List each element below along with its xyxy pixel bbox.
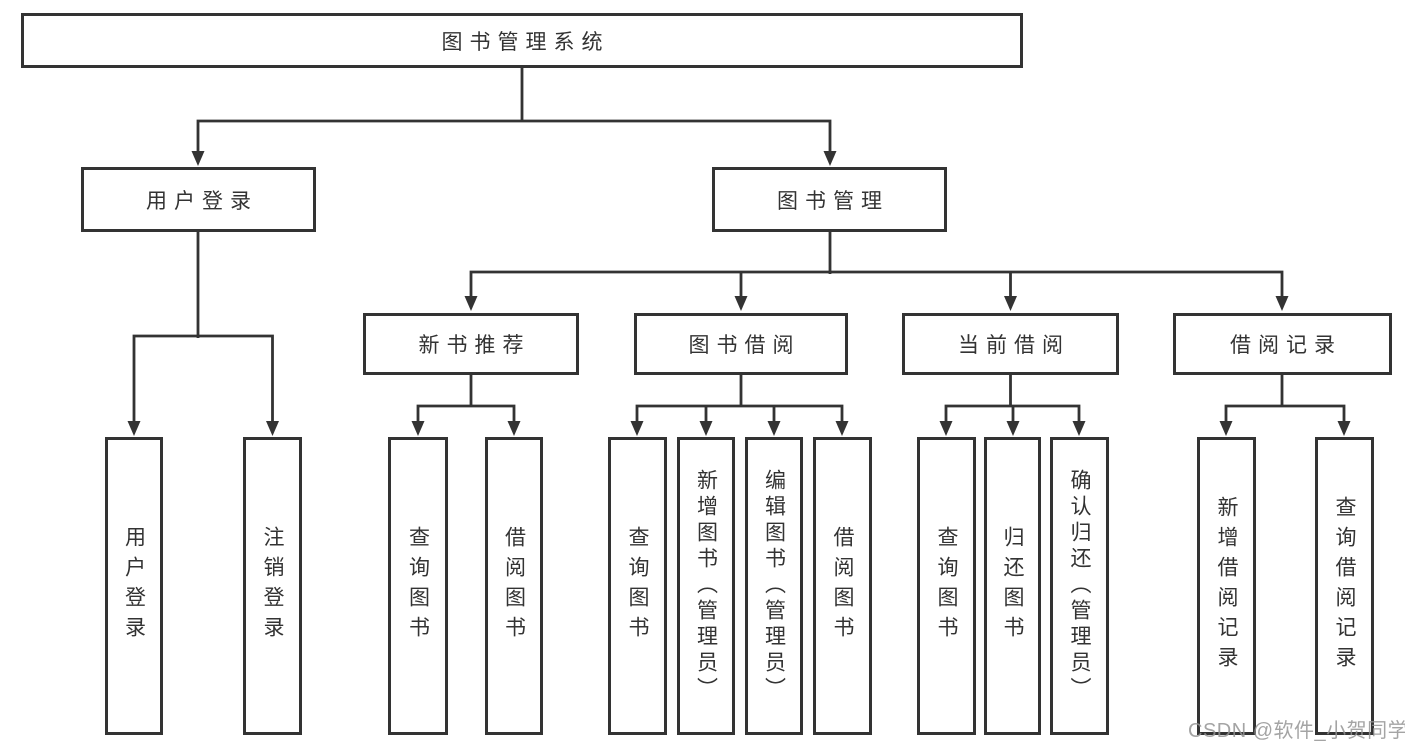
node-label: 当前借阅 xyxy=(958,334,1070,357)
arrow-down-icon xyxy=(1219,421,1233,436)
arrow-down-icon xyxy=(630,421,644,436)
leaf-edit-book-admin: 编辑图书（管理员） xyxy=(745,437,803,735)
node-label: 查询图书 xyxy=(935,526,958,646)
node-label: 图书管理 xyxy=(777,189,889,213)
arrow-down-icon xyxy=(1072,421,1086,436)
node-library-management-system: 图书管理系统 xyxy=(21,13,1023,68)
arrow-down-icon xyxy=(411,421,425,436)
edge-newbook-children xyxy=(416,404,516,425)
arrow-down-icon xyxy=(1006,421,1020,436)
node-user-login: 用户登录 xyxy=(81,167,316,232)
edge-userlogin-children xyxy=(132,334,274,425)
node-label: 新增借阅记录 xyxy=(1215,496,1238,676)
leaf-query-books-recommend: 查询图书 xyxy=(388,437,448,735)
node-label: 归还图书 xyxy=(1001,526,1024,646)
node-label: 编辑图书（管理员） xyxy=(762,469,786,703)
arrow-down-icon xyxy=(835,421,849,436)
node-book-management: 图书管理 xyxy=(712,167,947,232)
arrow-down-icon xyxy=(939,421,953,436)
leaf-logout: 注销登录 xyxy=(243,437,302,735)
arrow-down-icon xyxy=(767,421,781,436)
arrow-down-icon xyxy=(734,296,748,311)
arrow-down-icon xyxy=(266,421,279,436)
node-label: 新书推荐 xyxy=(418,334,531,357)
arrow-down-icon xyxy=(1337,421,1351,436)
node-label: 查询图书 xyxy=(406,526,430,646)
arrow-down-icon xyxy=(1275,296,1289,311)
leaf-borrow-books-recommend: 借阅图书 xyxy=(485,437,543,735)
node-label: 借阅图书 xyxy=(831,526,854,646)
leaf-query-books-current: 查询图书 xyxy=(917,437,976,735)
node-label: 用户登录 xyxy=(146,189,258,213)
arrowheads xyxy=(127,151,1351,436)
arrow-down-icon xyxy=(699,421,713,436)
node-label: 图书管理系统 xyxy=(441,30,610,54)
node-label: 确认归还（管理员） xyxy=(1068,469,1091,703)
node-borrowing-records: 借阅记录 xyxy=(1173,313,1392,375)
arrow-down-icon xyxy=(191,151,205,166)
csdn-watermark: CSDN @软件_小贺同学 xyxy=(1188,720,1405,742)
node-label: 用户登录 xyxy=(122,526,146,646)
node-label: 注销登录 xyxy=(261,526,284,646)
arrow-down-icon xyxy=(507,421,521,436)
leaf-return-books: 归还图书 xyxy=(984,437,1041,735)
node-label: 查询借阅记录 xyxy=(1333,496,1356,676)
node-label: 借阅记录 xyxy=(1230,334,1342,357)
node-new-book-recommendation: 新书推荐 xyxy=(363,313,579,375)
edge-bookmgmt-to-level3 xyxy=(469,270,1284,301)
arrow-down-icon xyxy=(823,151,837,166)
leaf-query-borrow-record: 查询借阅记录 xyxy=(1315,437,1374,735)
node-label: 查询图书 xyxy=(626,526,649,646)
arrow-down-icon xyxy=(1004,296,1017,311)
arrow-down-icon xyxy=(464,296,478,311)
edge-borrowrecord-children xyxy=(1224,404,1346,425)
edge-root-to-level2 xyxy=(196,119,832,154)
arrow-down-icon xyxy=(127,421,141,436)
node-current-borrowing: 当前借阅 xyxy=(902,313,1119,375)
leaf-add-book-admin: 新增图书（管理员） xyxy=(677,437,735,735)
edge-bookborrow-children xyxy=(635,404,844,425)
leaf-user-login: 用户登录 xyxy=(105,437,163,735)
node-book-borrowing: 图书借阅 xyxy=(634,313,848,375)
leaf-confirm-return-admin: 确认归还（管理员） xyxy=(1050,437,1109,735)
leaf-add-borrow-record: 新增借阅记录 xyxy=(1197,437,1256,735)
node-label: 新增图书（管理员） xyxy=(694,469,718,703)
leaf-query-books-borrow: 查询图书 xyxy=(608,437,667,735)
leaf-borrow-books: 借阅图书 xyxy=(813,437,872,735)
node-label: 图书借阅 xyxy=(688,334,801,357)
node-label: 借阅图书 xyxy=(502,526,526,646)
